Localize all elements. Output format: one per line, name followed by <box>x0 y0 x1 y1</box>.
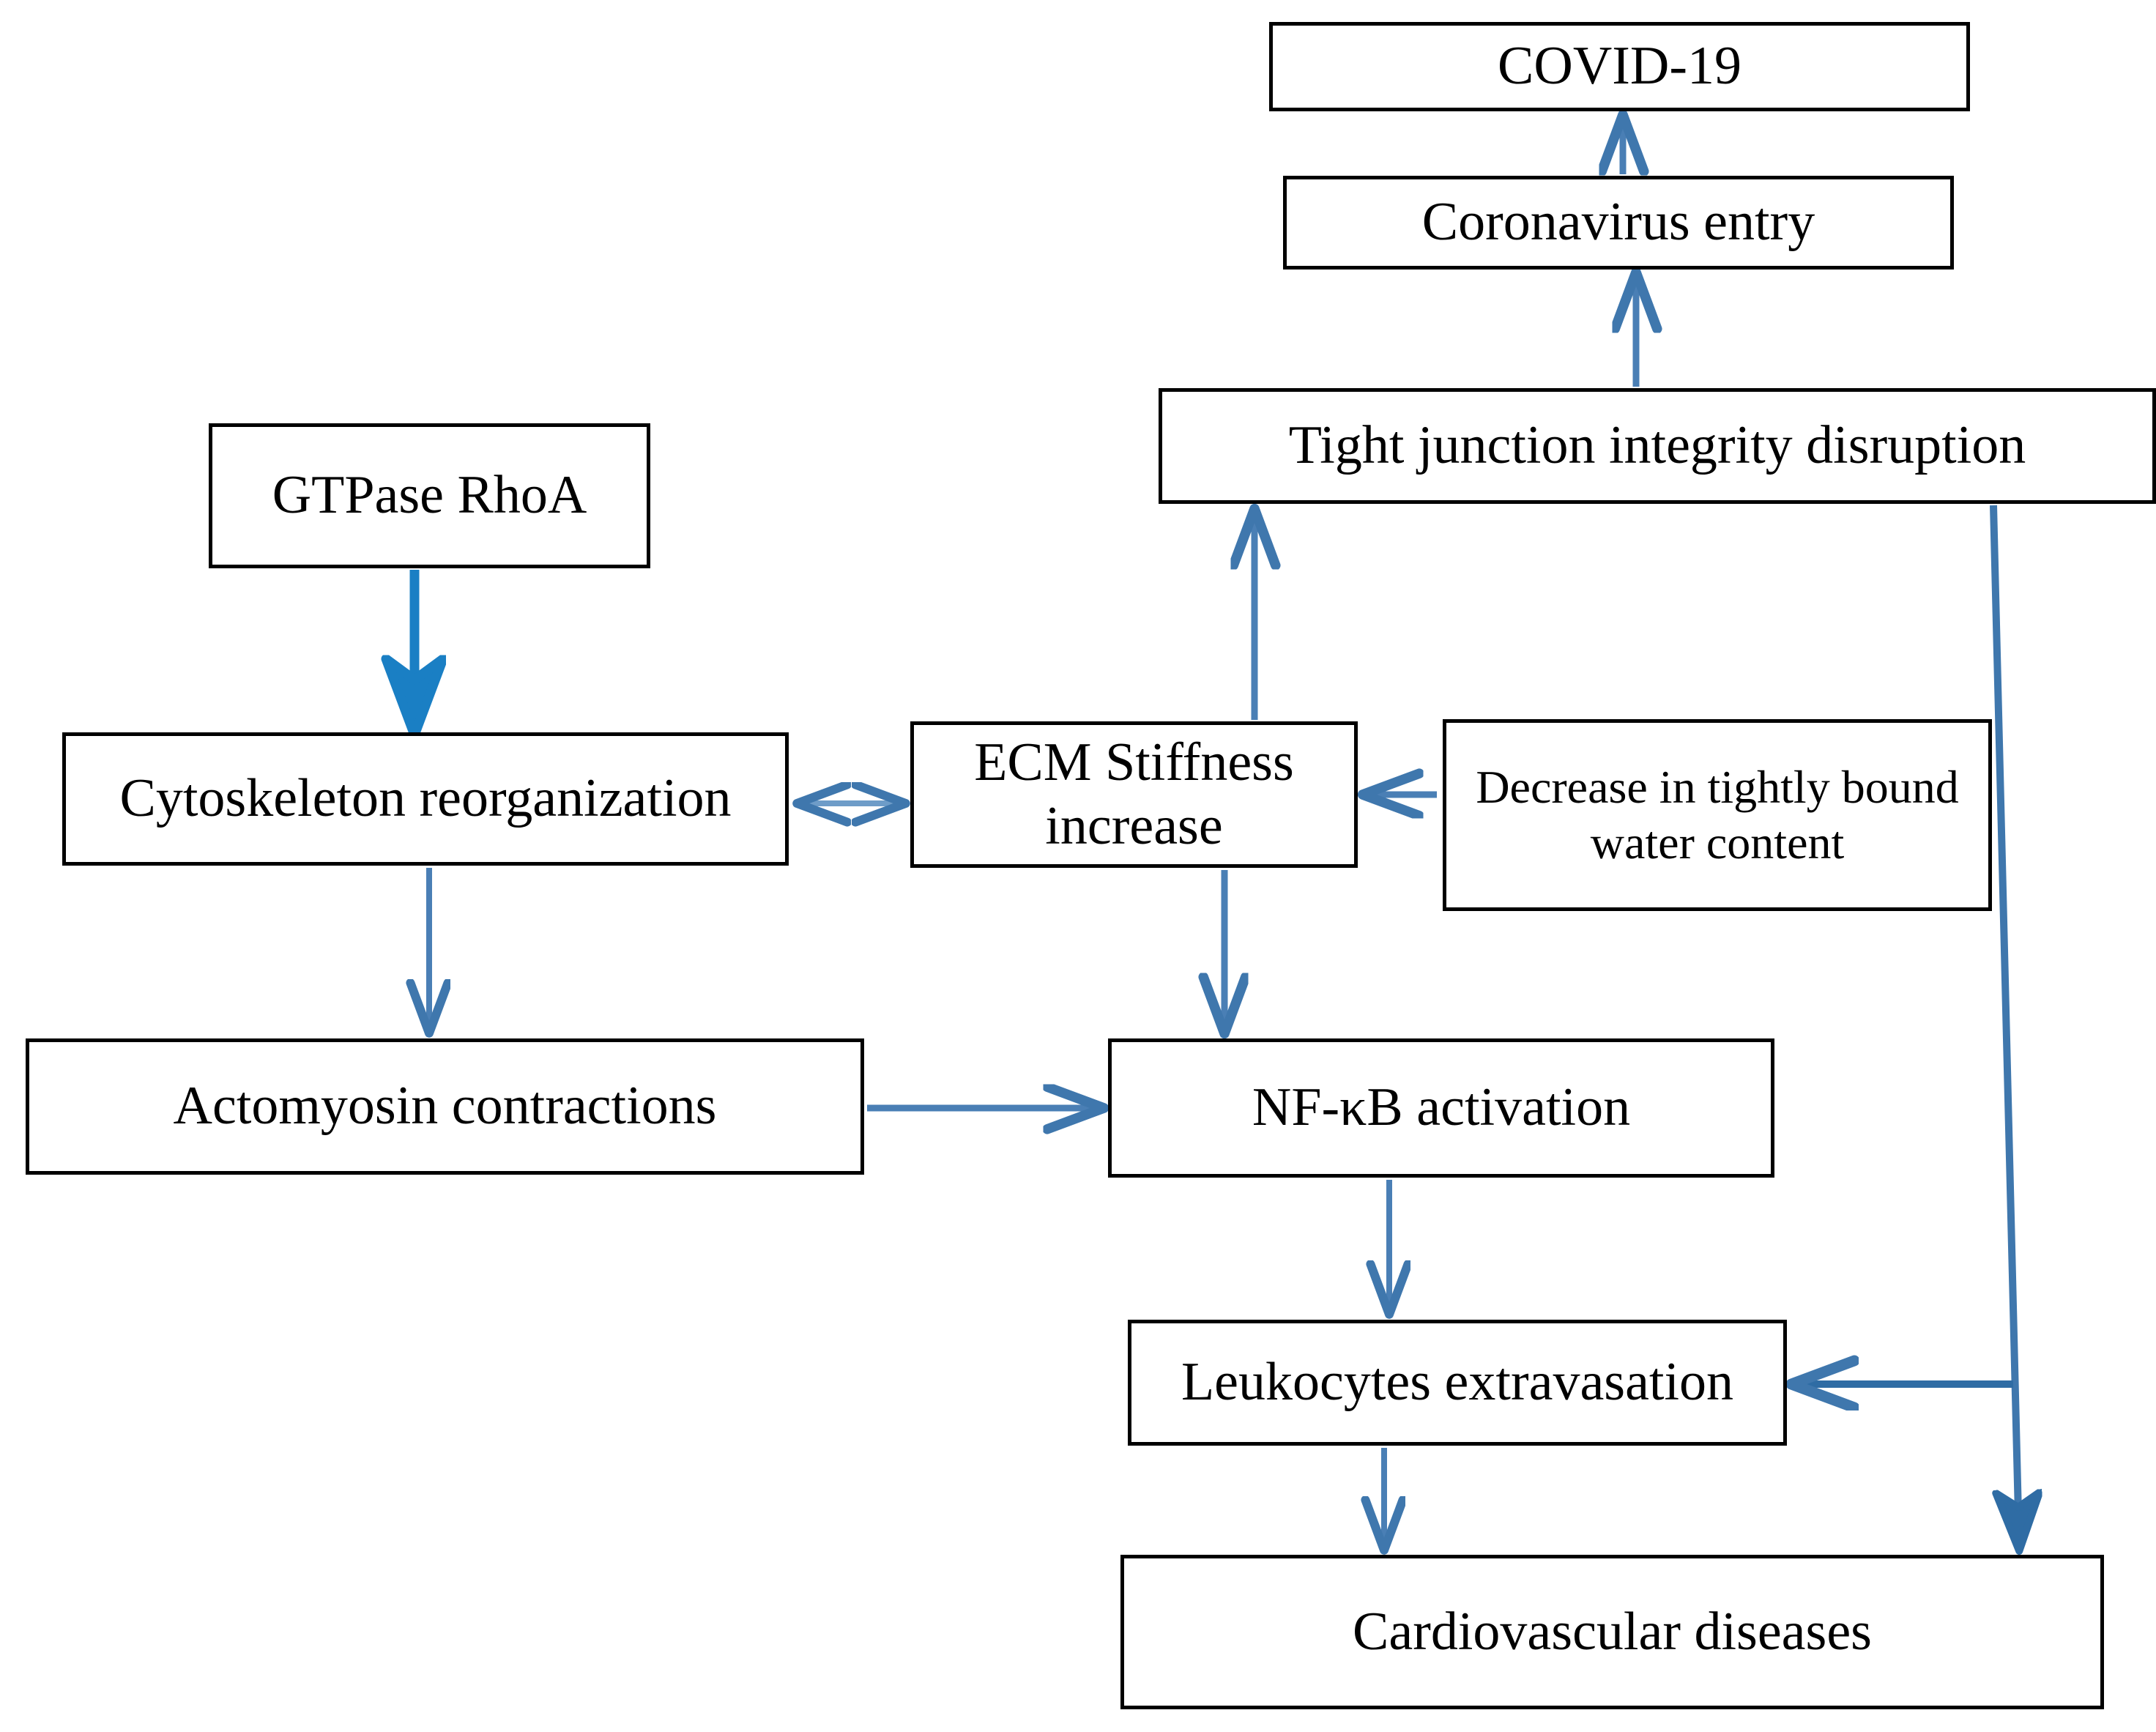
node-label-ecm-stiffness-increase: ECM Stiffness increase <box>974 732 1294 856</box>
node-label-actomyosin-contractions: Actomyosin contractions <box>173 1076 717 1137</box>
node-label-decrease-in-tightly-bound-water-content: Decrease in tightly bound water content <box>1476 761 1959 869</box>
node-cytoskeleton-reorganization[interactable]: Cytoskeleton reorganization <box>62 732 789 866</box>
node-coronavirus-entry[interactable]: Coronavirus entry <box>1283 176 1954 270</box>
node-label-leukocytes-extravasation: Leukocytes extravasation <box>1181 1352 1734 1413</box>
node-actomyosin-contractions[interactable]: Actomyosin contractions <box>26 1038 864 1175</box>
node-cardiovascular-diseases[interactable]: Cardiovascular diseases <box>1120 1555 2104 1709</box>
node-nf-kb-activation[interactable]: NF-κB activation <box>1108 1038 1774 1178</box>
node-ecm-stiffness-increase[interactable]: ECM Stiffness increase <box>910 721 1358 868</box>
node-label-cardiovascular-diseases: Cardiovascular diseases <box>1353 1601 1872 1662</box>
node-label-coronavirus-entry: Coronavirus entry <box>1421 192 1815 253</box>
edge-tightjunction-to-cardiovascular <box>1990 505 2019 1544</box>
node-label-tight-junction-integrity-disruption: Tight junction integrity disruption <box>1288 415 2026 476</box>
node-label-covid-19: COVID-19 <box>1498 36 1741 97</box>
node-label-gtpase-rhoa: GTPase RhoA <box>272 465 587 526</box>
node-gtpase-rhoa[interactable]: GTPase RhoA <box>209 423 650 568</box>
node-decrease-in-tightly-bound-water-content[interactable]: Decrease in tightly bound water content <box>1443 719 1992 911</box>
node-covid-19[interactable]: COVID-19 <box>1269 22 1970 111</box>
node-tight-junction-integrity-disruption[interactable]: Tight junction integrity disruption <box>1159 388 2156 504</box>
node-leukocytes-extravasation[interactable]: Leukocytes extravasation <box>1128 1320 1787 1446</box>
node-label-cytoskeleton-reorganization: Cytoskeleton reorganization <box>119 768 732 829</box>
node-label-nf-kb-activation: NF-κB activation <box>1252 1077 1631 1138</box>
